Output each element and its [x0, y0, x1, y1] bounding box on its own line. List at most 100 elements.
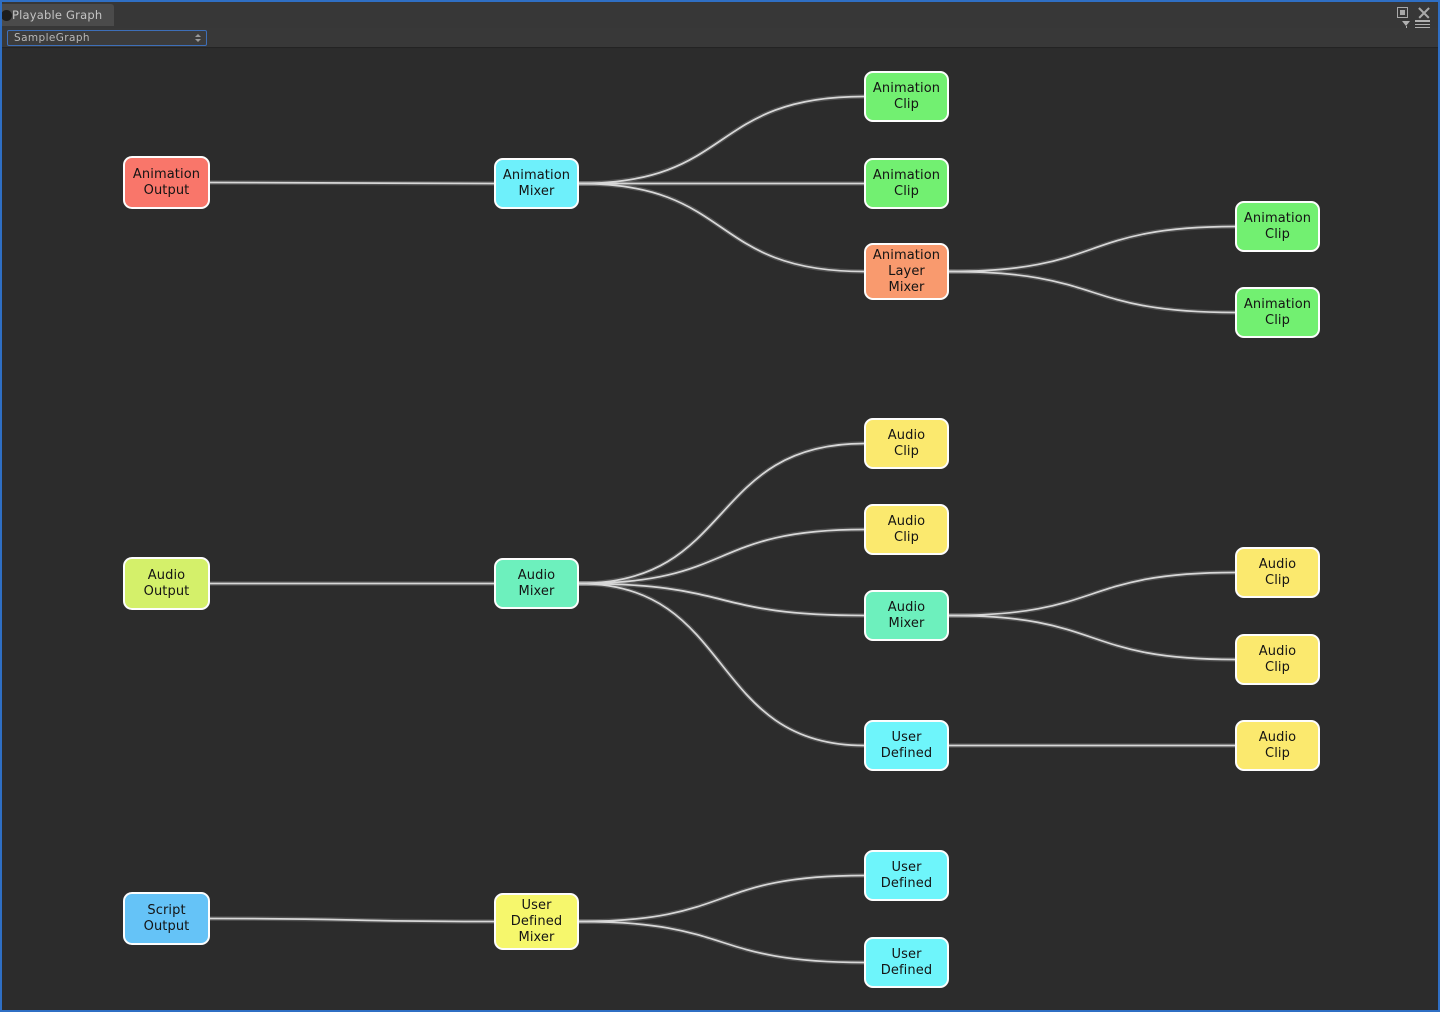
node-label-line: Audio [1258, 643, 1297, 659]
node-label-line: Defined [510, 913, 563, 929]
edge-glow [578, 581, 865, 748]
graph-edge [578, 582, 865, 617]
node-label-line: Defined [880, 962, 933, 978]
node-label-line: Audio [887, 599, 926, 615]
edge-glow [948, 269, 1236, 315]
node-label-line: Clip [894, 529, 919, 545]
node-label-line: Animation [872, 247, 941, 263]
node-label-line: User [891, 729, 922, 745]
graph-edge [948, 270, 1236, 314]
node-label-line: Clip [1265, 312, 1290, 328]
edge-glow [578, 94, 865, 186]
node-label-line: Audio [1258, 556, 1297, 572]
node-label-line: Mixer [518, 183, 555, 199]
node-label-line: Output [143, 182, 190, 198]
graph-edge [578, 95, 865, 185]
filter-icon[interactable] [1402, 20, 1411, 29]
graph-edge [209, 917, 495, 923]
node-label-line: User [891, 946, 922, 962]
node-label-line: Defined [880, 745, 933, 761]
edge-glow [948, 570, 1236, 618]
tab-playable-graph[interactable]: Playable Graph [2, 4, 115, 26]
graph-edge [209, 181, 495, 185]
graph-toolbar: SampleGraph [2, 28, 1438, 48]
node-label-line: Audio [1258, 729, 1297, 745]
node-label-line: User [891, 859, 922, 875]
node-label-line: Animation [1243, 296, 1312, 312]
graph-selector-dropdown[interactable]: SampleGraph [7, 30, 207, 46]
node-label-line: Audio [147, 567, 186, 583]
graph-edge [578, 442, 865, 585]
edge-glow [578, 181, 865, 274]
close-icon[interactable] [1417, 6, 1430, 19]
edge-glow [209, 916, 495, 924]
node-label-line: Animation [132, 166, 201, 182]
node-label-line: Animation [502, 167, 571, 183]
node-label-line: Mixer [888, 615, 925, 631]
node-label-line: Animation [872, 80, 941, 96]
edge-glow [209, 180, 495, 186]
graph-selector-value: SampleGraph [14, 32, 90, 44]
node-label-line: Animation [1243, 210, 1312, 226]
graph-edge [578, 874, 865, 923]
window-titlebar: Playable Graph [2, 2, 1438, 29]
node-label-line: Clip [894, 183, 919, 199]
node-label-line: Audio [517, 567, 556, 583]
window-buttons [1397, 6, 1430, 19]
node-label-line: Clip [894, 443, 919, 459]
graph-edge [948, 614, 1236, 661]
graph-edge [578, 920, 865, 964]
edge-glow [948, 613, 1236, 662]
node-label-line: Script [147, 902, 186, 918]
node-label-line: Clip [1265, 226, 1290, 242]
edge-glow [578, 527, 865, 586]
updown-arrows-icon [193, 34, 202, 42]
edge-glow [578, 581, 865, 618]
graph-edges [209, 94, 1236, 965]
node-label-line: User [521, 897, 552, 913]
edge-glow [578, 919, 865, 965]
node-label-line: Mixer [888, 279, 925, 295]
graph-edge [948, 571, 1236, 617]
node-label-line: Mixer [518, 929, 555, 945]
graph-edge [578, 182, 865, 273]
node-label-line: Audio [887, 427, 926, 443]
graph-edge [578, 582, 865, 747]
graph-edge [948, 225, 1236, 273]
node-label-line: Clip [894, 96, 919, 112]
tab-label: Playable Graph [12, 8, 103, 22]
node-label-line: Mixer [518, 583, 555, 599]
edge-glow [578, 441, 865, 586]
graph-edge [578, 528, 865, 585]
node-label-line: Clip [1265, 659, 1290, 675]
node-label-line: Audio [887, 513, 926, 529]
node-label-line: Layer [888, 263, 925, 279]
maximize-icon[interactable] [1397, 7, 1408, 18]
node-label-line: Animation [872, 167, 941, 183]
edge-glow [948, 224, 1236, 274]
node-label-line: Clip [1265, 572, 1290, 588]
edge-glow [578, 873, 865, 924]
node-label-line: Output [143, 918, 190, 934]
